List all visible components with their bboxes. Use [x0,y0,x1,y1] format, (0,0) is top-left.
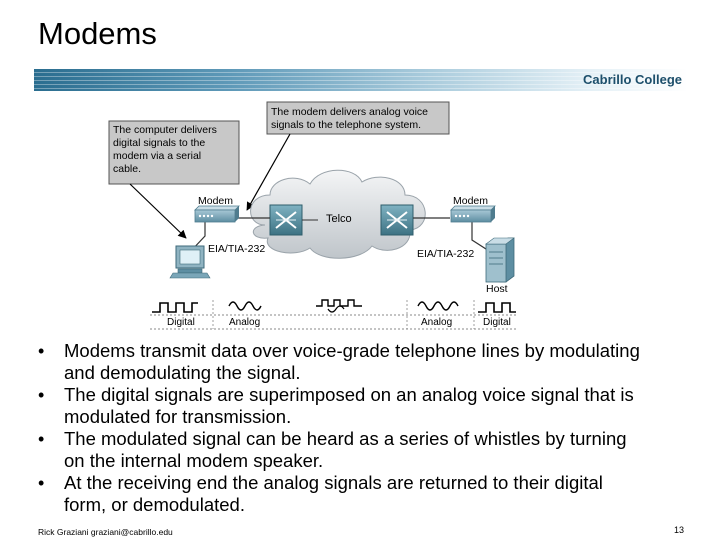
modem-right-label: Modem [453,195,488,207]
callout-modem-line: signals to the telephone system. [271,119,421,131]
bullet-text-cont: on the internal modem speaker. [64,450,324,471]
bullet-item: • The modulated signal can be heard as a… [38,428,698,472]
router-right [380,204,414,236]
analog-waveform-left [228,301,262,311]
bullet-item: • At the receiving end the analog signal… [38,472,698,516]
footer-author: Rick Graziani graziani@cabrillo.edu [38,527,173,537]
signal-label: Digital [167,317,195,328]
computer-icon [169,245,211,279]
digital-waveform-left [152,302,198,313]
signal-strip: Digital Analog Analog Digital [150,299,516,330]
arrow-to-computer [129,183,187,239]
bullet-text-cont: and demodulating the signal. [64,362,301,383]
signal-label: Analog [421,317,452,328]
callout-computer-line: digital signals to the [113,137,205,149]
modem-left-label: Modem [198,195,233,207]
interface-right-label: EIA/TIA-232 [417,248,474,260]
bullet-icon: • [38,429,45,449]
modem-diagram: The computer delivers digital signals to… [108,101,516,330]
bullet-text-cont: modulated for transmission. [64,406,292,427]
bullet-item: • Modems transmit data over voice-grade … [38,340,698,384]
modem-left: Modem [194,195,240,223]
analog-waveform-right [417,301,459,311]
bullet-icon: • [38,385,45,405]
slide-title: Modems [38,16,157,51]
callout-computer-line: The computer delivers [113,124,217,136]
interface-left-label: EIA/TIA-232 [208,243,265,255]
cloud-label: Telco [326,213,352,225]
host-server-icon: Host [485,237,515,295]
bullet-icon: • [38,473,45,493]
bullet-text-cont: form, or demodulated. [64,494,245,515]
header-bar [34,69,688,91]
router-left [269,204,303,236]
brand-name: Cabrillo College [583,72,682,87]
callout-computer-line: cable. [113,163,141,175]
host-label: Host [486,283,508,295]
bullet-text: Modems transmit data over voice-grade te… [64,340,640,361]
bullet-icon: • [38,341,45,361]
callout-computer: The computer delivers digital signals to… [108,120,240,185]
bullet-item: • The digital signals are superimposed o… [38,384,698,428]
page-number: 13 [673,525,684,535]
modulated-wave-overlay [327,305,345,313]
callout-modem-line: The modem delivers analog voice [271,106,428,118]
bullet-text: The modulated signal can be heard as a s… [64,428,627,449]
signal-label: Analog [229,317,260,328]
signal-label: Digital [483,317,511,328]
bullet-list: • Modems transmit data over voice-grade … [38,340,698,516]
telco-cloud: Telco [250,169,426,259]
callout-computer-line: modem via a serial [113,150,201,162]
modulated-waveform [316,299,362,307]
bullet-text: The digital signals are superimposed on … [64,384,634,405]
bullet-text: At the receiving end the analog signals … [64,472,603,493]
digital-waveform-right [478,302,516,313]
callout-modem: The modem delivers analog voice signals … [266,101,450,135]
modem-right: Modem [450,195,496,223]
header-bar-texture [34,69,688,91]
arrow-to-line [246,133,291,211]
